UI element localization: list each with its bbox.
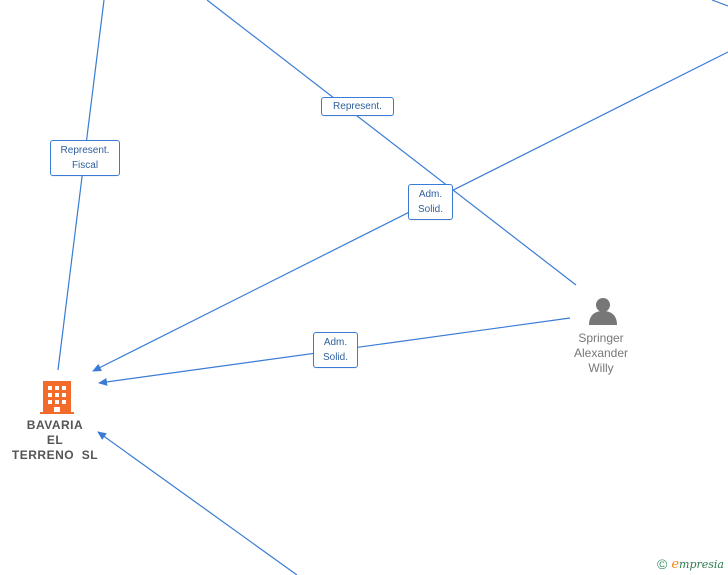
edge-label-line: Fiscal xyxy=(71,160,99,171)
person-icon[interactable] xyxy=(589,298,617,325)
brand-rest: mpresia xyxy=(679,557,724,571)
edge-represent[interactable] xyxy=(206,0,577,286)
company-name-line: TERRENO SL xyxy=(11,448,99,462)
edge-label-represent[interactable]: Represent. xyxy=(321,97,394,116)
company-name-line: BAVARIA xyxy=(26,418,84,432)
person-name-line: Willy xyxy=(588,361,614,375)
edge-label-line: Represent. xyxy=(60,145,110,156)
brand-logo: empresia xyxy=(671,557,724,572)
person-name-line: Alexander xyxy=(573,346,629,360)
edge-label-line: Solid. xyxy=(417,204,443,215)
edge-label-represent-fiscal[interactable]: Represent. Fiscal xyxy=(50,140,120,176)
edge-label-line: Adm. xyxy=(418,189,443,200)
copyright-badge: © empresia xyxy=(657,556,724,572)
edge-bottom[interactable] xyxy=(97,431,298,575)
person-name-line: Springer xyxy=(578,331,624,345)
edge-label-line: Represent. xyxy=(333,101,382,112)
building-icon[interactable] xyxy=(40,381,74,414)
edge-top-right-stub[interactable] xyxy=(711,0,728,7)
company-name-line: EL xyxy=(46,433,64,447)
company-name[interactable]: BAVARIA EL TERRENO SL xyxy=(0,418,110,463)
edge-label-adm-solid-lower[interactable]: Adm. Solid. xyxy=(313,332,358,368)
edge-label-line: Adm. xyxy=(323,337,348,348)
edge-represent-fiscal[interactable] xyxy=(57,0,105,371)
edge-label-line: Solid. xyxy=(322,352,348,363)
brand-initial: e xyxy=(671,556,680,572)
copyright-symbol: © xyxy=(657,556,668,572)
person-name[interactable]: Springer Alexander Willy xyxy=(556,331,646,376)
edge-label-adm-solid-upper[interactable]: Adm. Solid. xyxy=(408,184,453,220)
